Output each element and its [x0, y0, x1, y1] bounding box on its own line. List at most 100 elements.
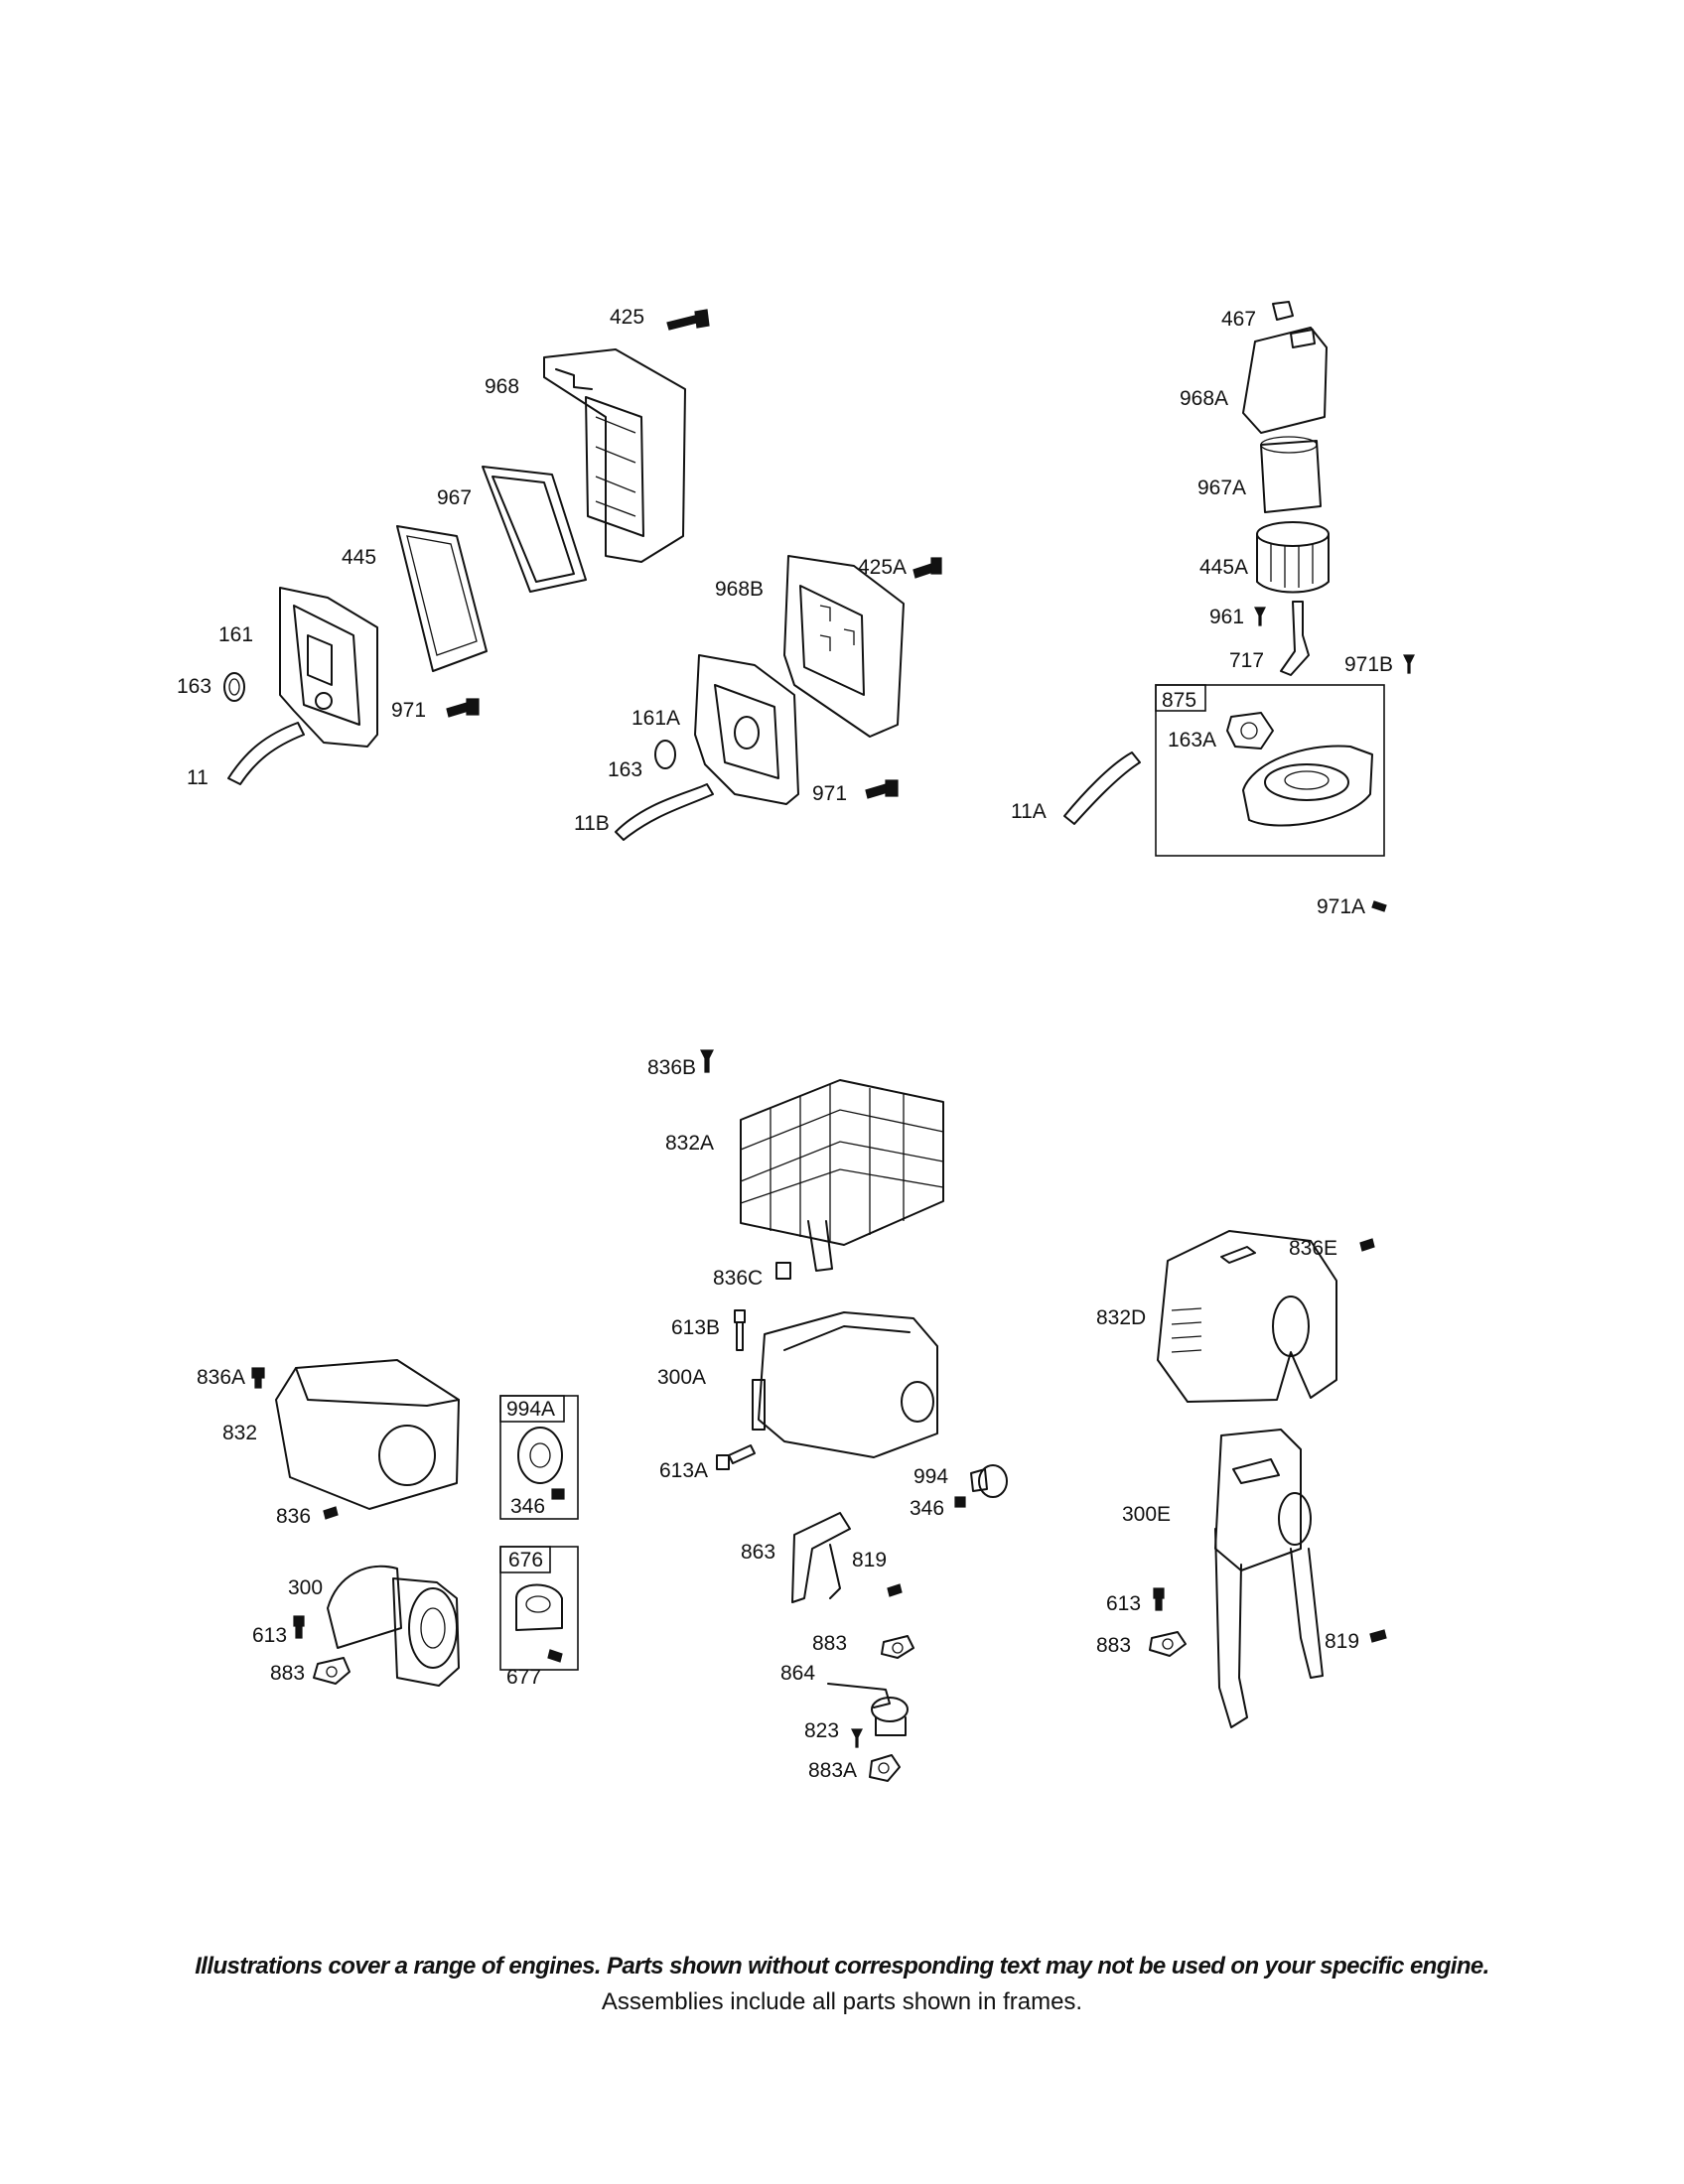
part-label-445: 445	[342, 546, 376, 569]
guard-832D	[1157, 1230, 1337, 1403]
part-label-883-c: 883	[1096, 1634, 1131, 1657]
muffler-300	[327, 1565, 460, 1687]
bolt-425A	[912, 557, 942, 579]
air-filter-967	[482, 466, 587, 593]
screw-613-c	[1153, 1587, 1165, 1611]
gasket-163	[223, 672, 245, 702]
gasket-883	[313, 1657, 351, 1685]
part-label-961: 961	[1209, 606, 1244, 628]
label-frame-994A	[499, 1395, 565, 1423]
part-label-994: 994	[913, 1465, 948, 1488]
air-cleaner-base-161	[279, 587, 378, 748]
part-label-883: 883	[270, 1662, 305, 1685]
screw-836A	[251, 1367, 265, 1389]
part-label-832: 832	[222, 1422, 257, 1444]
label-frame-676	[499, 1546, 551, 1573]
muffler-832	[275, 1359, 460, 1510]
knob-467	[1272, 301, 1294, 321]
pre-cleaner-445	[396, 525, 488, 672]
part-label-967A: 967A	[1197, 477, 1246, 499]
part-label-717: 717	[1229, 649, 1264, 672]
part-label-836A: 836A	[197, 1366, 245, 1389]
screw-961	[1254, 607, 1266, 626]
part-label-967: 967	[437, 486, 472, 509]
part-label-863: 863	[741, 1541, 775, 1564]
part-label-971A: 971A	[1317, 895, 1365, 918]
part-label-968A: 968A	[1180, 387, 1228, 410]
part-label-864: 864	[780, 1662, 815, 1685]
part-label-836B: 836B	[647, 1056, 696, 1079]
part-label-11A: 11A	[1011, 800, 1047, 823]
screw-613	[293, 1615, 305, 1639]
assemblies-note: Assemblies include all parts shown in fr…	[601, 1988, 1083, 2015]
part-label-836C: 836C	[713, 1267, 763, 1290]
part-label-163-b: 163	[608, 758, 642, 781]
deflector-994A	[517, 1427, 563, 1484]
cover-968A	[1242, 327, 1328, 434]
part-label-11B: 11B	[574, 812, 610, 835]
part-label-346-b: 346	[910, 1497, 944, 1520]
breather-tube-11B	[615, 783, 714, 841]
part-label-883A: 883A	[808, 1759, 857, 1782]
part-label-467: 467	[1221, 308, 1256, 331]
screw-836B	[700, 1049, 714, 1073]
bolt-425	[666, 309, 710, 331]
part-label-994A: 994A	[506, 1398, 555, 1421]
screw-613B	[734, 1309, 746, 1351]
screw-346-b	[954, 1496, 966, 1508]
screw-819-b	[887, 1583, 903, 1597]
screw-823	[851, 1728, 863, 1748]
part-label-971-b: 971	[812, 782, 847, 805]
muffler-300E	[1214, 1429, 1324, 1728]
screw-613A	[716, 1444, 756, 1470]
filter-967A	[1260, 436, 1322, 513]
part-label-300A: 300A	[657, 1366, 706, 1389]
screw-836C	[775, 1262, 791, 1280]
part-label-613B: 613B	[671, 1316, 720, 1339]
part-label-823: 823	[804, 1719, 839, 1742]
screw-971	[446, 698, 480, 718]
screw-971A	[1371, 900, 1387, 912]
part-label-832A: 832A	[665, 1132, 714, 1155]
screw-346	[551, 1488, 565, 1500]
part-label-300: 300	[288, 1576, 323, 1599]
air-cleaner-base-161A	[694, 654, 799, 805]
part-label-677: 677	[506, 1666, 541, 1689]
part-label-971B: 971B	[1344, 653, 1393, 676]
bracket-717	[1280, 601, 1310, 676]
label-frame-875	[1155, 684, 1206, 712]
part-label-676: 676	[508, 1549, 543, 1571]
part-label-819: 819	[1325, 1630, 1359, 1653]
part-label-836E: 836E	[1289, 1237, 1337, 1260]
bracket-864	[827, 1683, 909, 1736]
gasket-883A	[869, 1754, 901, 1782]
part-label-971: 971	[391, 699, 426, 722]
gasket-163A	[1226, 712, 1274, 750]
part-label-425A: 425A	[858, 556, 907, 579]
part-label-819-b: 819	[852, 1549, 887, 1571]
base-875	[1242, 745, 1373, 827]
part-label-883-b: 883	[812, 1632, 847, 1655]
part-label-613: 613	[252, 1624, 287, 1647]
gasket-883-c	[1149, 1631, 1187, 1657]
muffler-300A	[752, 1311, 938, 1458]
assembly-frame-875	[1155, 684, 1385, 857]
part-label-875: 875	[1162, 689, 1196, 712]
screw-971-b	[865, 779, 899, 799]
part-label-300E: 300E	[1122, 1503, 1171, 1526]
part-label-346: 346	[510, 1495, 545, 1518]
deflector-994	[970, 1464, 1008, 1498]
screw-971B	[1403, 654, 1415, 674]
part-label-425: 425	[610, 306, 644, 329]
air-cleaner-cover-968	[543, 348, 686, 563]
part-label-613-c: 613	[1106, 1592, 1141, 1615]
gasket-163-b	[654, 740, 676, 769]
filter-445A	[1256, 521, 1330, 594]
part-label-968: 968	[485, 375, 519, 398]
deflector-676	[515, 1583, 563, 1631]
screw-677	[547, 1649, 563, 1663]
part-label-613A: 613A	[659, 1459, 708, 1482]
part-label-836: 836	[276, 1505, 311, 1528]
screw-836	[323, 1506, 339, 1520]
